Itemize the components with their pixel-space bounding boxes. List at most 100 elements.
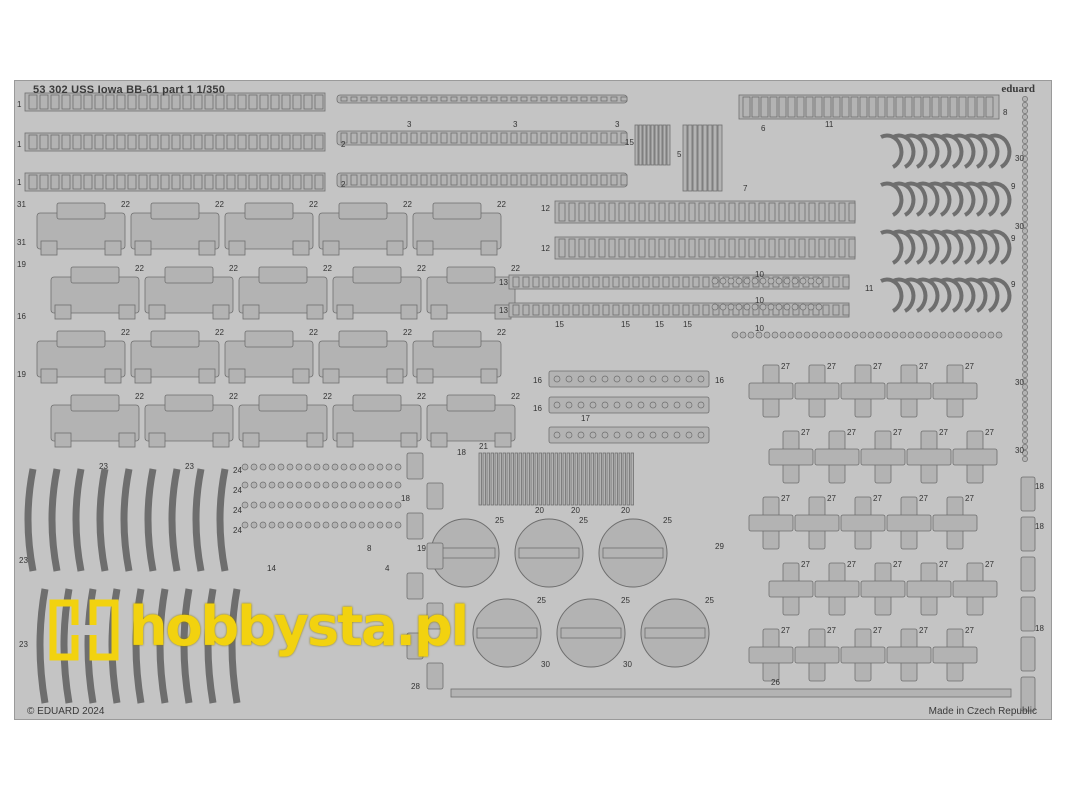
small-bracket — [1020, 516, 1036, 552]
cross-part-h — [906, 448, 952, 466]
fitting-knob — [673, 375, 681, 383]
chain-link — [995, 331, 1003, 339]
platform-foot — [322, 240, 340, 256]
platform-top — [244, 202, 294, 220]
chain-link — [783, 303, 791, 311]
fitting-knob — [673, 431, 681, 439]
part-number-label: 27 — [781, 494, 790, 503]
ladder-rung — [672, 304, 680, 316]
railing-cell — [303, 134, 313, 150]
railing-cell — [949, 96, 958, 118]
gun-rail-link — [510, 174, 518, 186]
gun-rail-link — [430, 174, 438, 186]
ladder-rung — [582, 304, 590, 316]
part-number-label: 24 — [233, 486, 242, 495]
platform-top — [150, 202, 200, 220]
cross-part-h — [794, 514, 840, 532]
chain-link — [331, 501, 339, 509]
gun-rail-link — [540, 96, 548, 102]
chain-link — [1022, 372, 1028, 378]
ladder-rung — [718, 238, 726, 258]
crescent-part — [892, 181, 916, 217]
railing-cell — [314, 94, 324, 110]
chain-link — [340, 481, 348, 489]
chain-link — [807, 303, 815, 311]
gun-rail-link — [580, 132, 588, 144]
cross-part-h — [768, 448, 814, 466]
gun-rail-link — [500, 96, 508, 102]
cross-part-h — [748, 514, 794, 532]
chain-link — [767, 277, 775, 285]
grille-bar — [642, 124, 647, 166]
part-number-label: 30 — [1015, 222, 1024, 231]
small-bracket — [406, 572, 424, 600]
chain-link — [1022, 408, 1028, 414]
railing-cell — [281, 174, 291, 190]
crescent-part — [880, 181, 904, 217]
crescent-part — [916, 181, 940, 217]
platform-top — [258, 266, 308, 284]
chain-link — [891, 331, 899, 339]
gun-rail-link — [500, 174, 508, 186]
part-number-label: 27 — [893, 560, 902, 569]
ladder-rung — [542, 304, 550, 316]
ladder-rung — [692, 276, 700, 288]
chain-link — [771, 331, 779, 339]
fitting-knob — [649, 401, 657, 409]
part-number-label: 27 — [873, 362, 882, 371]
part-number-label: 3 — [615, 120, 620, 129]
railing-cell — [138, 174, 148, 190]
fitting-knob — [553, 431, 561, 439]
fret-title: 53 302 USS Iowa BB-61 part 1 1/350 — [33, 84, 226, 96]
platform-foot — [104, 240, 122, 256]
railing-cell — [886, 96, 895, 118]
chain-link — [1022, 126, 1028, 132]
ladder-rung — [788, 202, 796, 222]
curved-strip — [156, 588, 169, 704]
part-number-label: 27 — [781, 626, 790, 635]
ladder-rung — [588, 238, 596, 258]
chain-link — [358, 521, 366, 529]
railing-cell — [248, 134, 258, 150]
platform-top — [70, 394, 120, 412]
part-number-label: 15 — [625, 138, 634, 147]
chain-link — [775, 303, 783, 311]
chain-link — [349, 521, 357, 529]
railing-cell — [50, 174, 60, 190]
part-number-label: 27 — [919, 626, 928, 635]
chain-link — [815, 303, 823, 311]
grating-bar — [546, 452, 550, 506]
railing-cell — [149, 94, 159, 110]
platform-foot — [386, 368, 404, 384]
crescent-part — [952, 229, 976, 265]
chain-link — [1022, 180, 1028, 186]
chain-link — [1022, 204, 1028, 210]
chain-link — [1022, 198, 1028, 204]
railing-cell — [922, 96, 931, 118]
chain-link — [385, 481, 393, 489]
grating-bar — [550, 452, 554, 506]
grille-bar — [662, 124, 667, 166]
railing-cell — [160, 94, 170, 110]
part-number-label: 23 — [185, 462, 194, 471]
fitting-knob — [565, 431, 573, 439]
ladder-rung — [512, 276, 520, 288]
part-number-label: 17 — [581, 414, 590, 423]
chain-link — [859, 331, 867, 339]
small-bracket — [1020, 556, 1036, 592]
small-bracket — [426, 482, 444, 510]
railing-cell — [931, 96, 940, 118]
chain-link — [1022, 348, 1028, 354]
part-number-label: 1 — [17, 100, 22, 109]
chain-link — [791, 303, 799, 311]
railing-cell — [149, 174, 159, 190]
copyright-notice: © EDUARD 2024 — [27, 706, 105, 717]
chain-link — [1022, 396, 1028, 402]
part-number-label: 27 — [985, 428, 994, 437]
ladder-rung — [678, 202, 686, 222]
gun-rail-link — [620, 96, 628, 102]
part-number-label: 25 — [705, 596, 714, 605]
part-number-label: 10 — [755, 296, 764, 305]
railing-cell — [769, 96, 778, 118]
part-number-label: 22 — [497, 200, 506, 209]
